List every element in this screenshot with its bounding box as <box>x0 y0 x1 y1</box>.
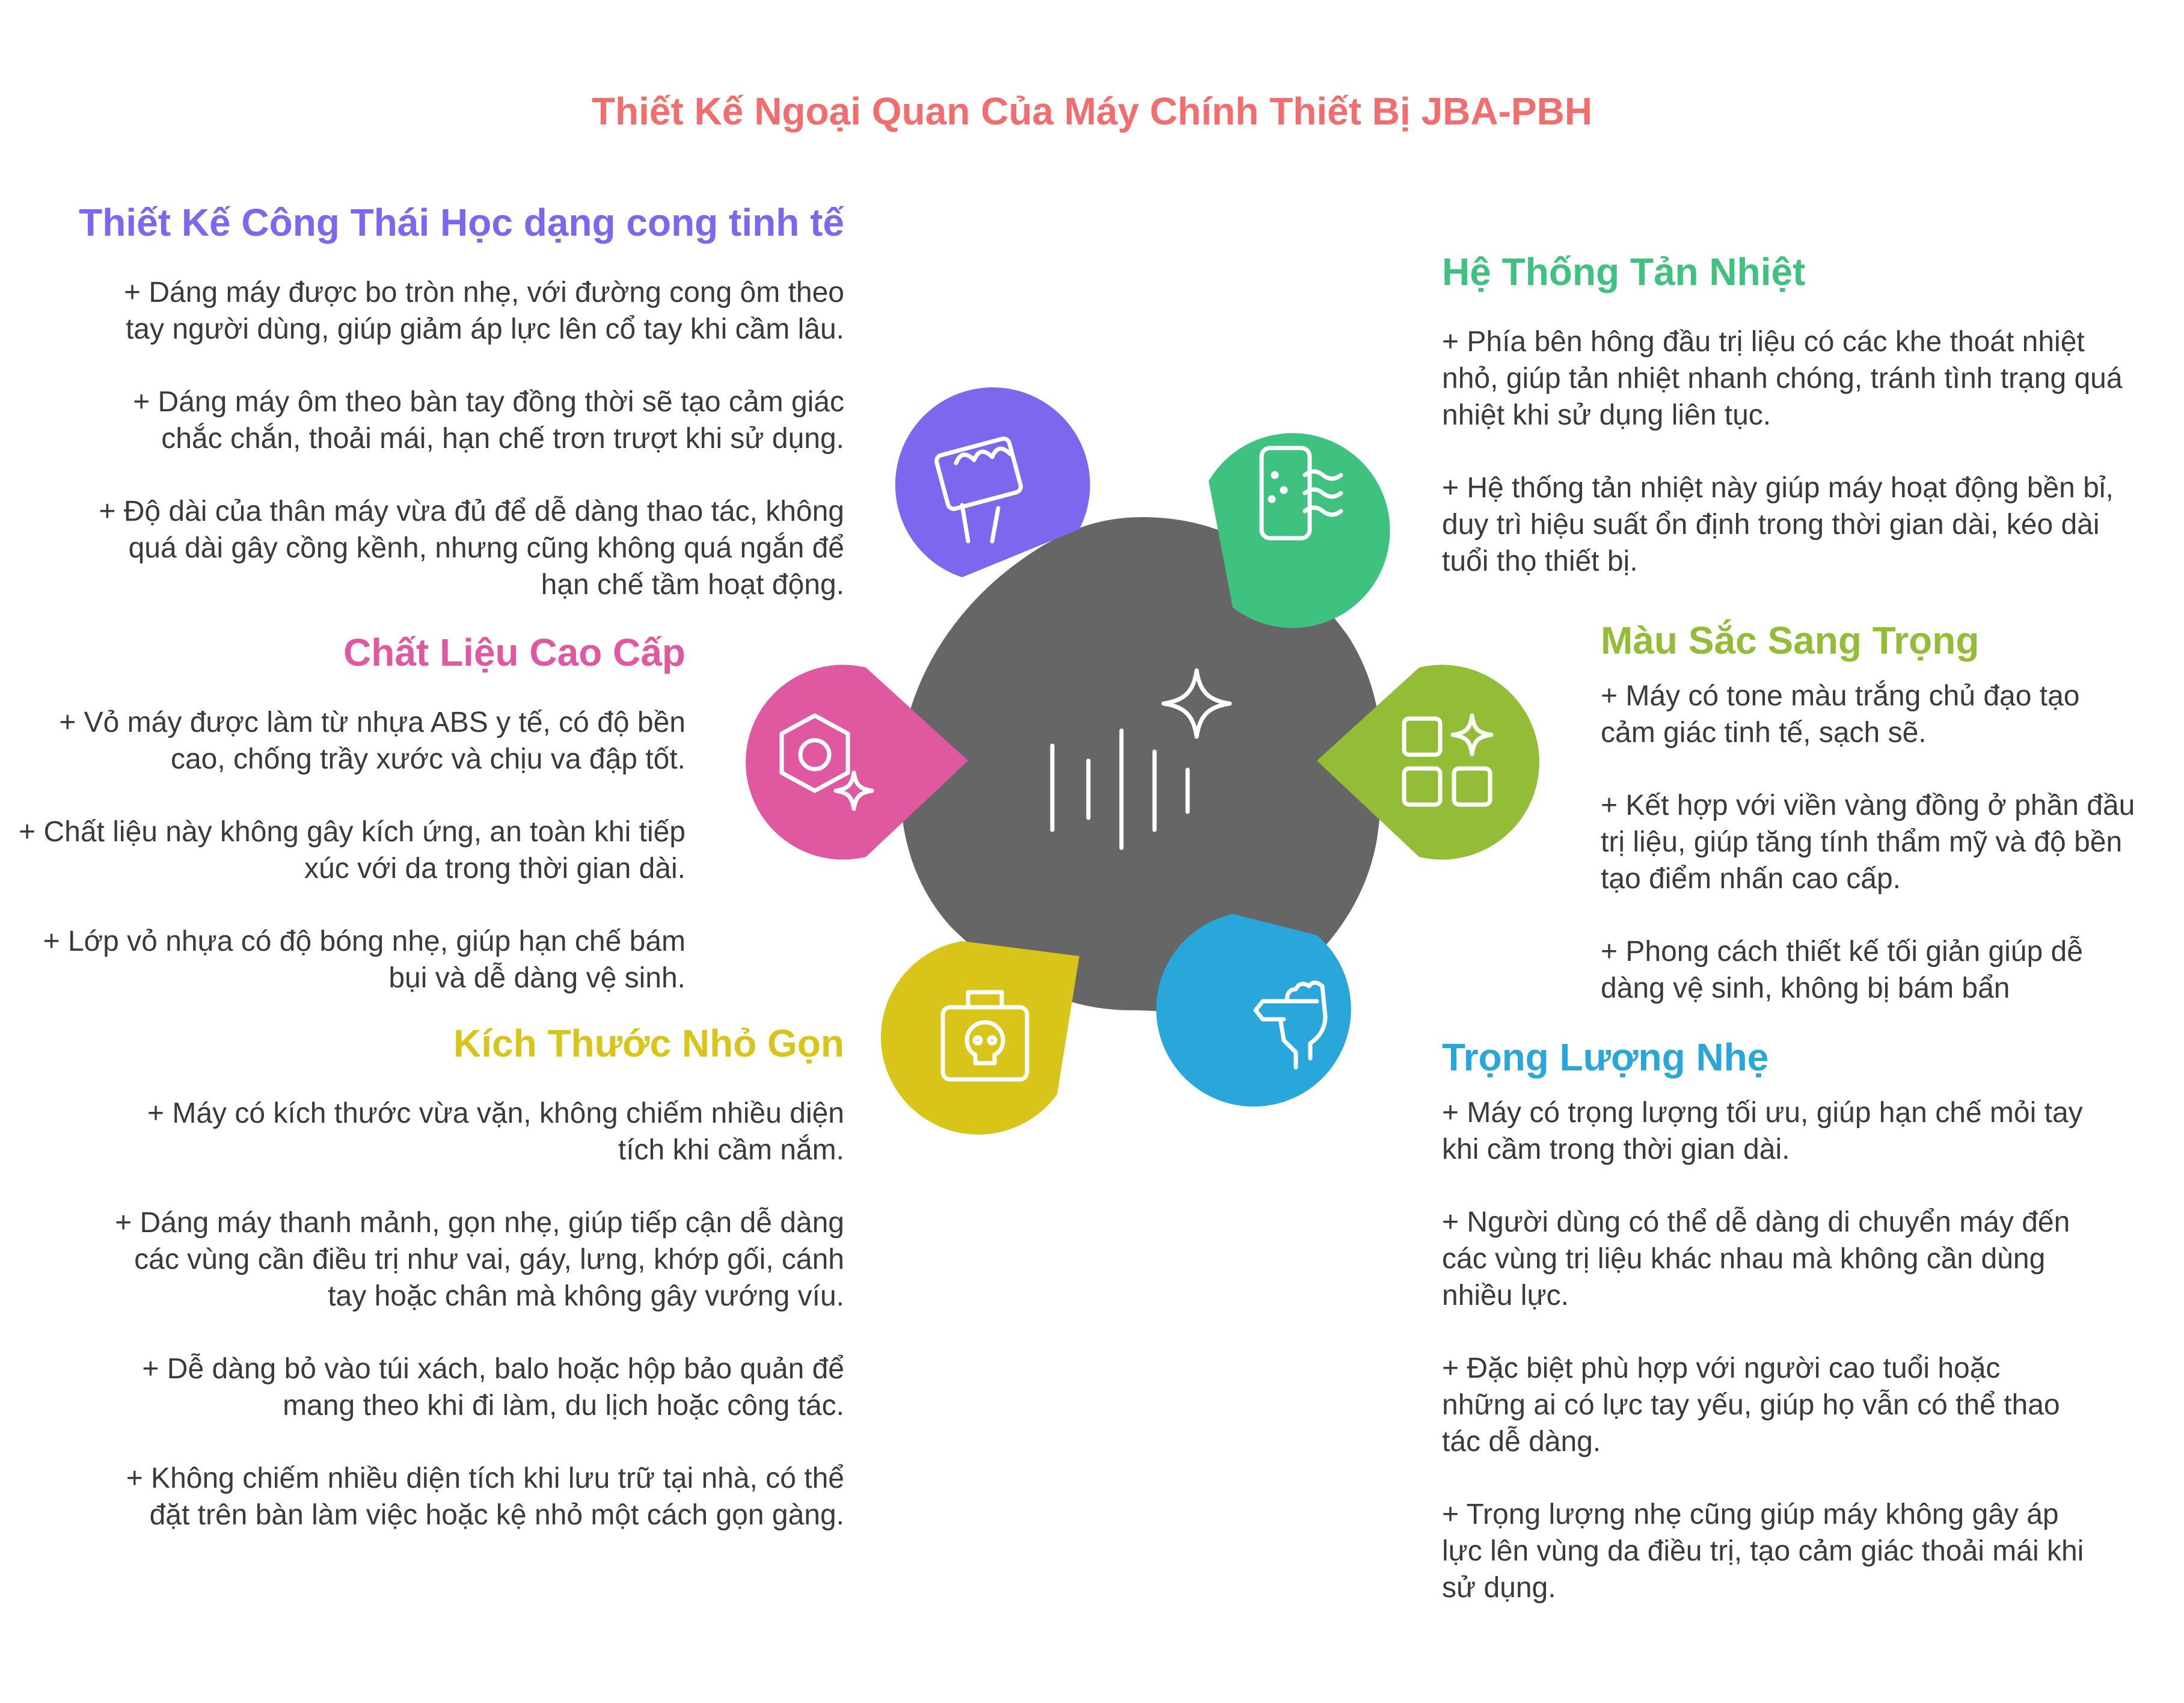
section-cooling: Hệ Thống Tản Nhiệt + Phía bên hông đầu t… <box>1442 248 2140 616</box>
center-hub <box>900 517 1383 1013</box>
ergonomic-drop <box>895 387 1090 577</box>
weight-item-4: + Trọng lượng nhẹ cũng giúp máy không gâ… <box>1442 1499 2084 1604</box>
size-item-4: + Không chiếm nhiều diện tích khi lưu tr… <box>126 1462 844 1531</box>
cooling-heading: Hệ Thống Tản Nhiệt <box>1442 250 1806 293</box>
color-item-2: + Kết hợp với viền vàng đồng ở phần đầu … <box>1601 790 2135 895</box>
fist-holding-device-icon <box>934 437 1023 544</box>
ergonomic-item-3: + Độ dài của thân máy vừa đủ để dễ dàng … <box>99 496 844 601</box>
material-item-2: + Chất liệu này không gây kích ứng, an t… <box>19 816 686 885</box>
weight-heading: Trọng Lượng Nhẹ <box>1442 1036 1769 1079</box>
weight-item-1: + Máy có trọng lượng tối ưu, giúp hạn ch… <box>1442 1097 2083 1165</box>
cooling-item-1: + Phía bên hông đầu trị liệu có các khe … <box>1442 326 2123 431</box>
size-item-1: + Máy có kích thước vừa vặn, không chiếm… <box>147 1097 844 1166</box>
size-item-2: + Dáng máy thanh mảnh, gọn nhẹ, giúp tiế… <box>115 1207 844 1312</box>
section-color: Màu Sắc Sang Trọng + Máy có tone màu trắ… <box>1601 616 2142 1043</box>
cooling-item-2: + Hệ thống tản nhiệt này giúp máy hoạt đ… <box>1442 472 2114 577</box>
phone-heat-waves-icon <box>1259 446 1343 541</box>
ergonomic-item-2: + Dáng máy ôm theo bàn tay đồng thời sẽ … <box>133 386 844 455</box>
ergonomic-item-1: + Dáng máy được bo tròn nhẹ, với đường c… <box>123 277 844 345</box>
page-title: Thiết Kế Ngoại Quan Của Máy Chính Thiết … <box>591 90 1593 133</box>
weight-item-3: + Đặc biệt phù hợp với người cao tuổi ho… <box>1442 1352 2060 1458</box>
skull-bag-icon <box>940 990 1029 1082</box>
color-drop <box>1317 664 1539 860</box>
hexagon-sparkle-icon <box>779 713 874 811</box>
material-item-1: + Vỏ máy được làm từ nhựa ABS y tế, có đ… <box>59 707 686 775</box>
material-item-3: + Lớp vỏ nhựa có độ bóng nhẹ, giúp hạn c… <box>43 925 686 994</box>
cooling-drop <box>1209 433 1390 628</box>
color-heading: Màu Sắc Sang Trọng <box>1601 619 1980 662</box>
section-material: Chất Liệu Cao Cấp + Vỏ máy được làm từ n… <box>0 628 686 1033</box>
hand-holding-pen-icon <box>1253 980 1328 1070</box>
color-item-3: + Phong cách thiết kế tối giản giúp dễ d… <box>1601 936 2083 1004</box>
grid-sparkle-icon <box>1402 713 1494 807</box>
section-size: Kích Thước Nhỏ Gọn + Máy có kích thước v… <box>63 1019 844 1570</box>
ergonomic-heading: Thiết Kế Công Thái Học dạng cong tinh tế <box>79 201 844 244</box>
material-heading: Chất Liệu Cao Cấp <box>343 631 686 674</box>
section-ergonomic: Thiết Kế Công Thái Học dạng cong tinh tế… <box>0 198 844 639</box>
material-drop <box>746 664 968 860</box>
section-weight: Trọng Lượng Nhẹ + Máy có trọng lượng tối… <box>1442 1033 2085 1642</box>
size-heading: Kích Thước Nhỏ Gọn <box>453 1022 844 1065</box>
size-item-3: + Dễ dàng bỏ vào túi xách, balo hoặc hộp… <box>142 1353 844 1422</box>
sparkle-sound-icon <box>1050 668 1232 850</box>
color-item-1: + Máy có tone màu trắng chủ đạo tạo cảm … <box>1601 680 2080 749</box>
weight-item-2: + Người dùng có thể dễ dàng di chuyển má… <box>1442 1206 2070 1312</box>
